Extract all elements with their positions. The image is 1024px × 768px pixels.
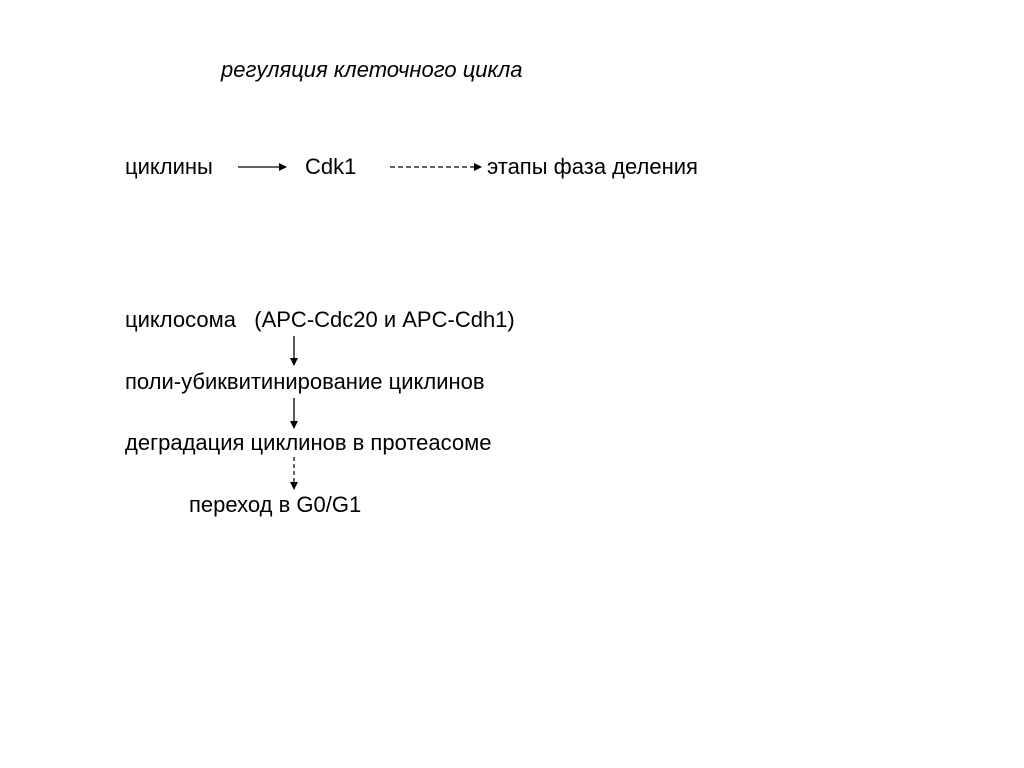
label-cyclosome: циклосома (APC-Cdc20 и APC-Cdh1) bbox=[125, 307, 515, 332]
label-cyclins: циклины bbox=[125, 154, 213, 179]
slide-title: регуляция клеточного цикла bbox=[221, 57, 523, 82]
label-transition-g0-g1: переход в G0/G1 bbox=[189, 492, 362, 517]
label-polyubiquitination: поли-убиквитинирование циклинов bbox=[125, 369, 485, 394]
label-cdk1: Cdk1 bbox=[305, 154, 357, 179]
label-proteasome-degradation: деградация циклинов в протеасоме bbox=[125, 430, 492, 455]
label-division-phases: этапы фаза деления bbox=[487, 154, 698, 179]
